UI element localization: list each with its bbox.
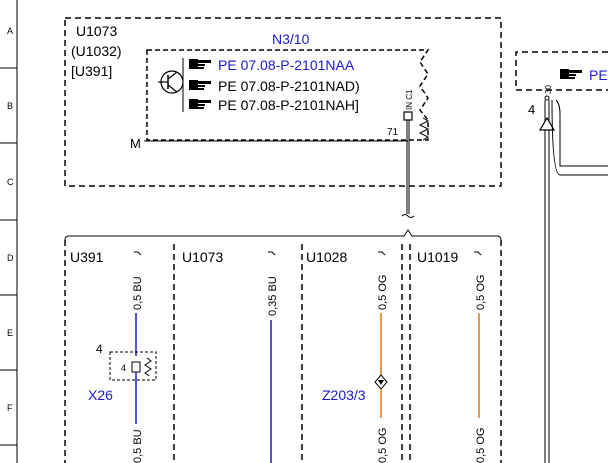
transistor-icon [158,70,184,94]
unit-name: N3/10 [272,31,310,47]
wire-label: 0,5 OG [377,275,389,310]
component-pin-inner: 4 [121,363,126,373]
component-label[interactable]: Z203/3 [322,387,366,403]
component-pin: 4 [96,342,103,356]
row-label-c: C [7,177,14,187]
row-ruler: A B C D E F [0,0,18,463]
bus-brace [64,229,502,241]
wire-end [268,251,276,256]
component-box [109,351,157,381]
section-u1028: U1028 0,5 OG Z203/3 0,5 OG [301,244,389,463]
arrow-icon [538,116,556,131]
connector-label: IN C1 [405,89,414,110]
wire-end [378,251,386,256]
wire-label: 0,35 BU [267,276,279,316]
section-code: U1073 [182,249,223,265]
pointing-hand-icon [189,99,211,109]
wire-label: 0,5 OG [475,275,487,310]
row-label-d: D [7,253,14,263]
right-wire [555,99,608,167]
right-pin-label: 30 [544,85,553,94]
pin-label: 71 [387,127,399,138]
ground-label: M [130,136,141,151]
ref-row-2[interactable]: PE 07.08-P-2101NAD) [189,78,360,94]
resistor-icon [144,357,152,377]
unit-code-2: (U1032) [71,43,122,59]
wire-label: 0,5 BU [132,276,144,310]
unit-code-1: U1073 [76,23,117,39]
resistor-icon [418,117,430,141]
ref-link[interactable]: PE 07.08-P-2101NAA [218,57,355,73]
ref-row-1[interactable]: PE 07.08-P-2101NAA [189,57,355,73]
section-u1019: U1019 0,5 OG 0,5 OG [417,240,502,463]
pointing-hand-icon [560,69,582,79]
wire-label: 0,5 OG [377,428,389,463]
right-wire [551,99,608,176]
connector-pin [403,111,413,121]
wire-end [134,251,142,256]
inner-module-box [146,49,430,141]
row-label-a: A [7,26,13,36]
ref-link[interactable]: PE 07.08-P-2101NAD) [218,78,360,94]
wire-end [474,251,482,256]
right-wire-number: 4 [528,102,535,117]
component-label[interactable]: X26 [88,387,113,403]
ref-row-3[interactable]: PE 07.08-P-2101NAH] [189,97,359,113]
diode-arrow [378,380,384,385]
component-contact [131,361,141,373]
section-code: U1028 [306,249,347,265]
row-label-f: F [7,403,13,413]
ref-link[interactable]: PE 07.08-P-2101NAH] [218,97,359,113]
control-unit-box [64,17,502,187]
section-u391: U391 0,5 BU 4 4 X26 0,5 BU [64,240,157,463]
wire-label: 0,5 BU [132,429,144,463]
right-unit-box [515,51,608,91]
unit-code-3: [U391] [71,63,112,79]
wire-label: 0,5 OG [475,428,487,463]
right-pin [544,95,550,101]
section-u1073: U1073 0,35 BU [173,244,279,463]
pointing-hand-icon [189,59,211,69]
section-code: U1019 [417,249,458,265]
break-symbol [401,214,415,218]
right-ref-link[interactable]: PE [589,67,608,83]
pointing-hand-icon [189,80,211,90]
row-label-e: E [7,328,13,338]
section-code: U391 [70,249,104,265]
row-label-b: B [7,101,13,111]
